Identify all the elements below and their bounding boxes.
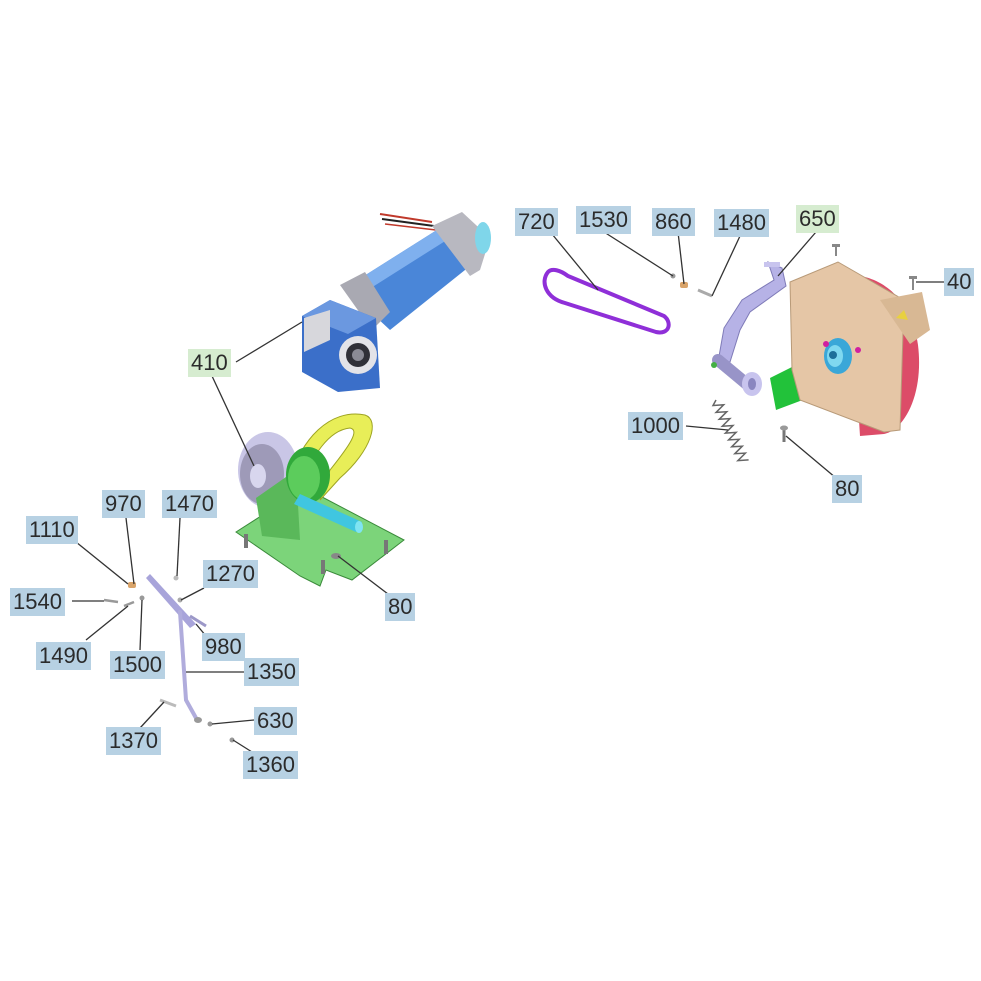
callout-410[interactable]: 410	[188, 349, 231, 377]
callout-80-base[interactable]: 80	[385, 593, 416, 621]
callout-80-right[interactable]: 80	[832, 475, 863, 503]
drive-belt-drawing	[542, 267, 671, 335]
callout-40[interactable]: 40	[944, 268, 975, 296]
spring-drawing	[711, 399, 749, 462]
callout-1350[interactable]: 1350	[244, 658, 299, 686]
callout-720[interactable]: 720	[515, 208, 558, 236]
callout-630[interactable]: 630	[254, 707, 297, 735]
upper-hardware-drawing	[670, 244, 917, 298]
callout-650[interactable]: 650	[796, 205, 839, 233]
callout-1270[interactable]: 1270	[203, 560, 258, 588]
callout-1480[interactable]: 1480	[714, 209, 769, 237]
callout-1540[interactable]: 1540	[10, 588, 65, 616]
callout-1490[interactable]: 1490	[36, 642, 91, 670]
callout-1370[interactable]: 1370	[106, 727, 161, 755]
callout-1360[interactable]: 1360	[243, 751, 298, 779]
housing-drawing	[780, 261, 930, 442]
gear-motor-drawing	[302, 212, 491, 392]
spring-coil	[711, 399, 749, 462]
leader-lines	[72, 231, 945, 753]
callout-1110[interactable]: 1110	[26, 516, 78, 544]
callout-1500[interactable]: 1500	[110, 651, 165, 679]
callout-860[interactable]: 860	[652, 208, 695, 236]
callout-1530[interactable]: 1530	[576, 206, 631, 234]
callout-1000[interactable]: 1000	[628, 412, 683, 440]
callout-1470[interactable]: 1470	[162, 490, 217, 518]
lever-linkage-drawing	[103, 574, 235, 743]
callout-980[interactable]: 980	[202, 633, 245, 661]
drive-base-drawing	[235, 413, 405, 587]
callout-970[interactable]: 970	[102, 490, 145, 518]
